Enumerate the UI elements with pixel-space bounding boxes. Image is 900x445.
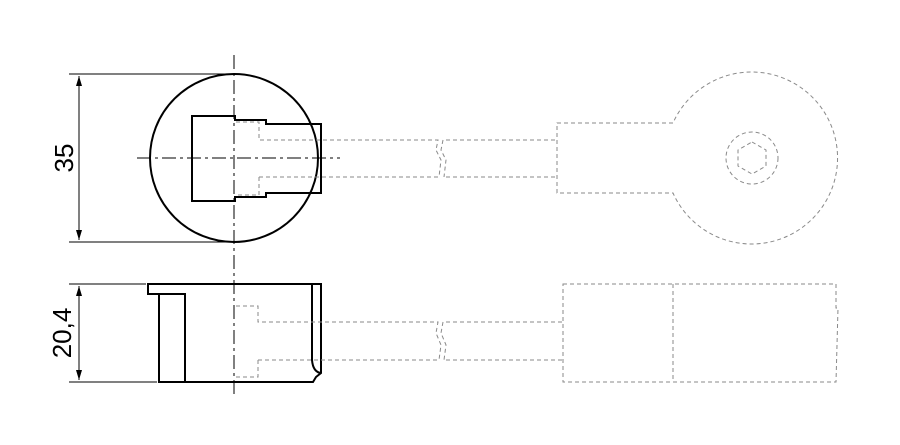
side-slot bbox=[158, 293, 186, 383]
dimension-label-35: 35 bbox=[49, 144, 79, 173]
hidden-lever-outline bbox=[556, 71, 838, 245]
side-edge-line bbox=[311, 284, 322, 374]
top-view: 35 bbox=[49, 71, 838, 245]
hidden-lever-side bbox=[562, 283, 839, 383]
hidden-stem-side bbox=[236, 305, 563, 378]
hex-socket-icon bbox=[737, 141, 767, 175]
cam-side-outline bbox=[147, 283, 322, 383]
hidden-stem-top bbox=[236, 121, 442, 196]
cam-body-outline bbox=[191, 115, 322, 202]
screw-head-circle bbox=[725, 131, 779, 185]
side-view: 20,4 bbox=[47, 283, 839, 383]
dimension-label-20-4: 20,4 bbox=[47, 308, 77, 359]
hidden-stem-mid bbox=[440, 139, 557, 178]
